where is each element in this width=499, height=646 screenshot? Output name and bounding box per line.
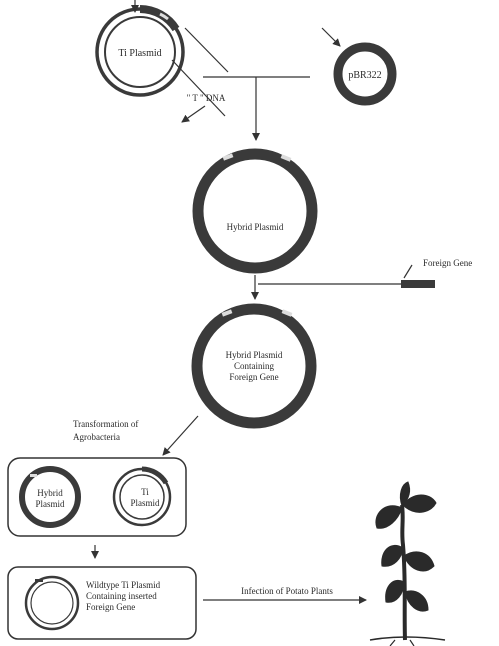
hybrid-plasmid-label: Hybrid Plasmid [227,222,284,232]
box-ti-plasmid: Ti Plasmid [114,469,170,525]
hybrid-plasmid: Hybrid Plasmid [198,153,312,268]
arrow-into-pbr322 [322,28,340,46]
hybrid-containing-line3: Foreign Gene [229,372,278,382]
foreign-gene: Foreign Gene [401,258,472,288]
arrow-transformation [163,416,198,455]
pbr322-plasmid: pBR322 [338,47,392,101]
wildtype-line2: Containing inserted [86,591,157,601]
t-dna-label: " T " DNA [187,93,226,103]
transformation-line1: Transformation of [73,419,138,429]
arrow-tdna [182,106,205,122]
hybrid-containing-line2: Containing [234,361,274,371]
box-hybrid-line2: Plasmid [35,499,65,509]
infection-label: Infection of Potato Plants [241,586,333,596]
connector-ti-segment [185,28,228,72]
connector-tdna [172,60,225,116]
potato-plant-icon [370,482,445,646]
hybrid-plasmid-foreign-gene: Hybrid Plasmid Containing Foreign Gene [197,309,311,423]
pbr322-label: pBR322 [348,70,381,81]
ti-plasmid-label: Ti Plasmid [118,48,161,59]
box-hybrid-line1: Hybrid [37,488,63,498]
transformation-line2: Agrobacteria [73,432,120,442]
box-hybrid-plasmid: Hybrid Plasmid [22,469,78,525]
ti-plasmid: Ti Plasmid [97,9,183,95]
wildtype-line1: Wildtype Ti Plasmid [86,580,161,590]
box-ti-line1: Ti [141,487,149,497]
box-ti-line2: Plasmid [130,498,160,508]
agrobacterium-box [8,458,186,536]
hybrid-containing-line1: Hybrid Plasmid [226,350,283,360]
foreign-gene-label: Foreign Gene [423,258,472,268]
wildtype-ti-plasmid [26,577,78,629]
wildtype-line3: Foreign Gene [86,602,135,612]
